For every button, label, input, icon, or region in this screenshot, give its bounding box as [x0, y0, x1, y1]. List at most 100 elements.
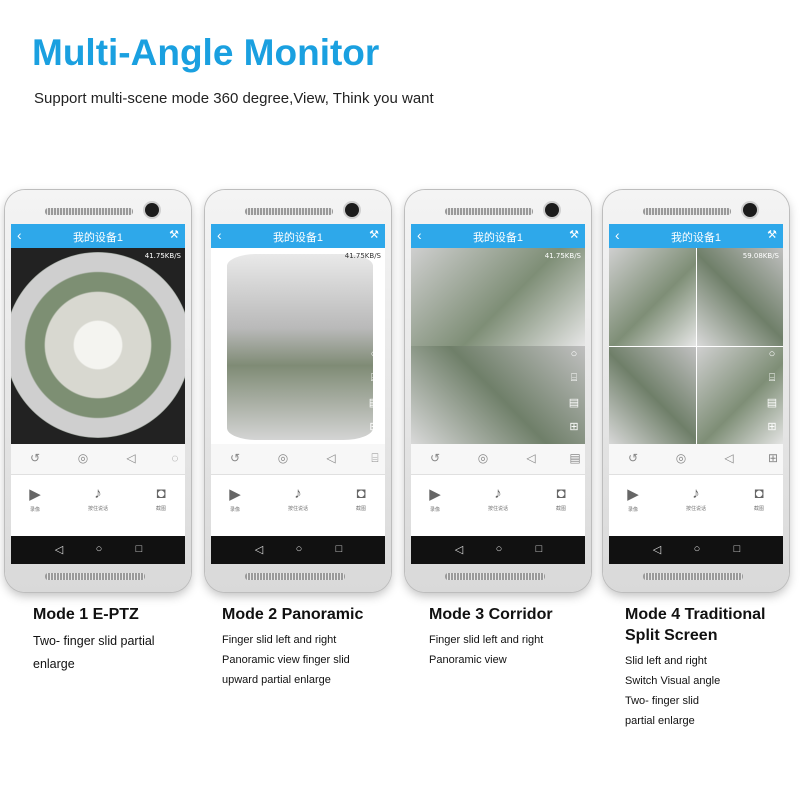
- video-view-corridor[interactable]: 41.75KB/S ○ ⌸ ▤ ⊞: [411, 248, 585, 444]
- cylinder-mode-icon[interactable]: ⌸: [768, 372, 776, 384]
- microphone-icon: ♪: [294, 485, 302, 502]
- nav-back-icon[interactable]: ◁: [652, 544, 662, 556]
- talk-button[interactable]: ♪按住说话: [278, 485, 318, 512]
- android-navbar: ◁ ○ □: [211, 536, 385, 564]
- snapshot-button[interactable]: ◘截图: [341, 485, 381, 512]
- speaker-icon[interactable]: ◁: [526, 451, 536, 465]
- earpiece-speaker: [643, 208, 731, 215]
- record-button[interactable]: ▶录像: [15, 485, 55, 513]
- bitrate-readout: 41.75KB/S: [144, 252, 181, 260]
- snapshot-button[interactable]: ◘截图: [141, 485, 181, 512]
- nav-home-icon[interactable]: ○: [693, 543, 701, 555]
- talk-button[interactable]: ♪按住说话: [78, 485, 118, 512]
- talk-button[interactable]: ♪按住说话: [676, 485, 716, 512]
- split-mode-icon[interactable]: ⊞: [569, 421, 579, 433]
- earpiece-speaker: [45, 208, 133, 215]
- bitrate-readout: 41.75KB/S: [544, 252, 581, 260]
- snapshot-button[interactable]: ◘截图: [739, 485, 779, 512]
- target-icon[interactable]: ◎: [675, 451, 687, 465]
- mode-2-desc-line-2: Panoramic view finger slid: [222, 654, 350, 666]
- wrench-icon[interactable]: ⚒: [569, 229, 579, 241]
- cylinder-mode-icon[interactable]: ⌸: [570, 372, 578, 384]
- target-icon[interactable]: ◎: [477, 451, 489, 465]
- video-view-split[interactable]: 59.08KB/S ○ ⌸ ▤ ⊞: [609, 248, 783, 444]
- target-icon[interactable]: ◎: [277, 451, 289, 465]
- mode-3-title: Mode 3 Corridor: [429, 606, 553, 623]
- talk-button[interactable]: ♪按住说话: [478, 485, 518, 512]
- corridor-mode-icon[interactable]: ▤: [568, 397, 580, 409]
- history-icon[interactable]: ↺: [29, 451, 41, 465]
- nav-back-icon[interactable]: ◁: [454, 544, 464, 556]
- fisheye-mode-icon[interactable]: ○: [370, 348, 378, 360]
- split-icon[interactable]: ⊞: [767, 451, 779, 465]
- mode-1-desc-line-2: enlarge: [33, 657, 75, 671]
- snapshot-button[interactable]: ◘截图: [541, 485, 581, 512]
- earpiece-speaker: [445, 208, 533, 215]
- phone-screen: ‹ 我的设备1 ⚒ 59.08KB/S ○ ⌸ ▤ ⊞ ↺ ◎ ◁ ⊞ ▶录像 …: [609, 224, 783, 564]
- back-icon[interactable]: ‹: [217, 227, 222, 243]
- video-view-panoramic[interactable]: 41.75KB/S ○ ⌸ ▤ ⊞: [211, 248, 385, 444]
- fisheye-mode-icon[interactable]: ○: [570, 348, 578, 360]
- back-icon[interactable]: ‹: [615, 227, 620, 243]
- fisheye-mode-icon[interactable]: ○: [768, 348, 776, 360]
- video-camera-icon: ▶: [429, 486, 441, 503]
- back-icon[interactable]: ‹: [417, 227, 422, 243]
- mode-4-desc-line-4: partial enlarge: [625, 715, 695, 727]
- control-row: ↺ ◎ ◁ ◌: [11, 444, 185, 475]
- history-icon[interactable]: ↺: [229, 451, 241, 465]
- nav-home-icon[interactable]: ○: [295, 543, 303, 555]
- wrench-icon[interactable]: ⚒: [169, 229, 179, 241]
- back-icon[interactable]: ‹: [17, 227, 22, 243]
- corridor-icon[interactable]: ▤: [569, 451, 581, 465]
- screen-title: 我的设备1: [472, 232, 524, 244]
- nav-recent-icon[interactable]: □: [335, 543, 343, 555]
- nav-recent-icon[interactable]: □: [733, 543, 741, 555]
- panoramic-image: [227, 254, 373, 440]
- action-row: ▶录像 ♪按住说话 ◘截图: [11, 479, 185, 529]
- nav-home-icon[interactable]: ○: [95, 543, 103, 555]
- action-row: ▶录像 ♪按住说话 ◘截图: [211, 479, 385, 529]
- mode-2-desc-line-1: Finger slid left and right: [222, 634, 337, 646]
- speaker-icon[interactable]: ◁: [724, 451, 734, 465]
- cylinder-mode-icon[interactable]: ⌸: [370, 372, 378, 384]
- app-bar: ‹ 我的设备1 ⚒: [411, 224, 585, 248]
- page-title: Multi-Angle Monitor: [32, 32, 380, 73]
- video-view-fisheye[interactable]: 41.75KB/S: [11, 248, 185, 444]
- view-mode-buttons: ○ ⌸ ▤ ⊞: [567, 348, 581, 444]
- wrench-icon[interactable]: ⚒: [767, 229, 777, 241]
- record-button[interactable]: ▶录像: [415, 485, 455, 513]
- history-icon[interactable]: ↺: [429, 451, 441, 465]
- corridor-mode-icon[interactable]: ▤: [368, 397, 380, 409]
- nav-recent-icon[interactable]: □: [135, 543, 143, 555]
- microphone-icon: ♪: [94, 485, 102, 502]
- view-mode-buttons: ○ ⌸ ▤ ⊞: [765, 348, 779, 444]
- camera-icon: ◘: [556, 485, 566, 502]
- nav-back-icon[interactable]: ◁: [254, 544, 264, 556]
- record-button[interactable]: ▶录像: [215, 485, 255, 513]
- nav-recent-icon[interactable]: □: [535, 543, 543, 555]
- nav-home-icon[interactable]: ○: [495, 543, 503, 555]
- record-button[interactable]: ▶录像: [613, 485, 653, 513]
- wrench-icon[interactable]: ⚒: [369, 229, 379, 241]
- corridor-mode-icon[interactable]: ▤: [766, 397, 778, 409]
- split-mode-icon[interactable]: ⊞: [767, 421, 777, 433]
- refresh-icon[interactable]: ◌: [171, 451, 179, 465]
- target-icon[interactable]: ◎: [77, 451, 89, 465]
- control-row: ↺ ◎ ◁ ▤: [411, 444, 585, 475]
- nav-back-icon[interactable]: ◁: [54, 544, 64, 556]
- bitrate-readout: 59.08KB/S: [742, 252, 779, 260]
- camera-icon: ◘: [754, 485, 764, 502]
- speaker-icon[interactable]: ◁: [126, 451, 136, 465]
- split-view-4: [697, 347, 783, 444]
- video-camera-icon: ▶: [29, 486, 41, 503]
- history-icon[interactable]: ↺: [627, 451, 639, 465]
- mode-4-desc-line-2: Switch Visual angle: [625, 675, 721, 687]
- speaker-icon[interactable]: ◁: [326, 451, 336, 465]
- app-bar: ‹ 我的设备1 ⚒: [609, 224, 783, 248]
- phone-screen: ‹ 我的设备1 ⚒ 41.75KB/S ↺ ◎ ◁ ◌ ▶录像 ♪按住说话 ◘截…: [11, 224, 185, 564]
- cylinder-icon[interactable]: ⌸: [371, 451, 379, 465]
- page-subtitle: Support multi-scene mode 360 degree,View…: [34, 90, 434, 107]
- screen-title: 我的设备1: [272, 232, 324, 244]
- split-mode-icon[interactable]: ⊞: [369, 421, 379, 433]
- mode-2-desc-line-3: upward partial enlarge: [222, 674, 331, 686]
